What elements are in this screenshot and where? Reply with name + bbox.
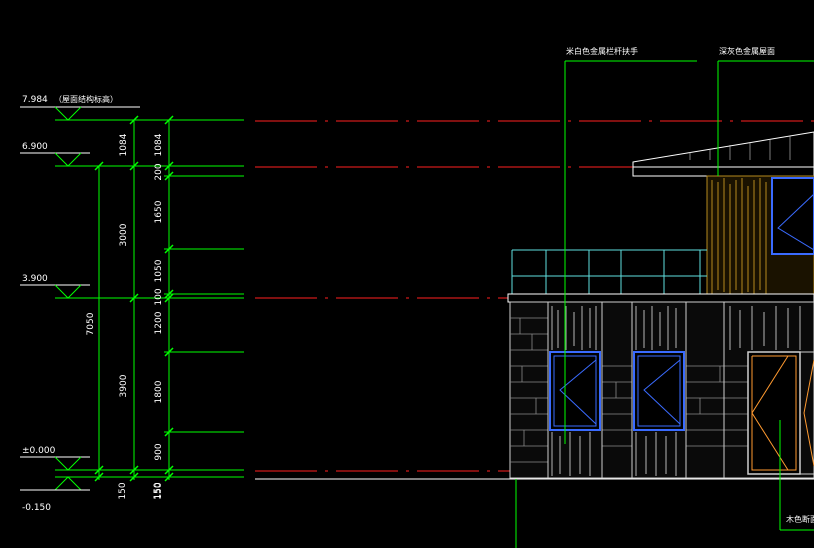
dim-inner-150: 150 — [154, 482, 164, 499]
level-triangle-icon — [54, 456, 82, 471]
dim-outer-150: 150 — [118, 482, 128, 499]
dim-outer-7050: 7050 — [86, 312, 96, 335]
feature-strips — [551, 306, 801, 476]
level-label-0000: ±0.000 — [22, 446, 56, 456]
balcony-railing — [511, 249, 707, 294]
dim-inner-200: 200 — [154, 163, 164, 180]
roof-pattern — [689, 136, 791, 160]
stone-joints — [510, 317, 748, 463]
level-triangle-icon — [54, 476, 82, 491]
dim-mid-150: 150 — [153, 482, 163, 499]
callout-railing: 米白色金属栏杆扶手 — [566, 46, 638, 56]
dim-inner-100: 100 — [154, 288, 164, 305]
building-elevation — [507, 131, 814, 479]
entrance-door — [747, 351, 801, 475]
level-label-minus0150: -0.150 — [22, 503, 51, 513]
dim-inner-1800: 1800 — [154, 380, 164, 403]
level-label-6900: 6.900 — [22, 142, 48, 152]
level-triangle-icon — [54, 106, 82, 121]
roof-eave — [632, 131, 814, 177]
dim-mid-3000: 3000 — [119, 223, 129, 246]
window-left — [549, 351, 601, 431]
dim-inner-1200: 1200 — [154, 311, 164, 334]
wood-grain — [711, 178, 767, 294]
window-mid — [633, 351, 685, 431]
callout-roof: 深灰色金属屋面 — [719, 46, 775, 56]
dim-inner-900: 900 — [154, 443, 164, 460]
level-label-7984: 7.984 — [22, 95, 48, 105]
callout-leaders — [515, 60, 814, 548]
level-triangle-icon — [54, 284, 82, 299]
dim-mid-3900: 3900 — [119, 374, 129, 397]
dim-inner-1084: 1084 — [154, 133, 164, 156]
level-note-7984: （屋面结构标高） — [54, 94, 118, 104]
floor-slab — [507, 293, 814, 303]
callout-wood: 木色断面 — [786, 514, 814, 524]
dim-mid-1084: 1084 — [119, 133, 129, 156]
dim-inner-1050: 1050 — [154, 259, 164, 282]
level-triangle-icon — [54, 152, 82, 167]
dim-inner-1650: 1650 — [154, 200, 164, 223]
level-markers — [20, 106, 244, 491]
dimension-chains — [94, 115, 244, 482]
ground-windows — [549, 351, 685, 431]
upper-window — [771, 177, 814, 255]
level-label-3900: 3.900 — [22, 274, 48, 284]
